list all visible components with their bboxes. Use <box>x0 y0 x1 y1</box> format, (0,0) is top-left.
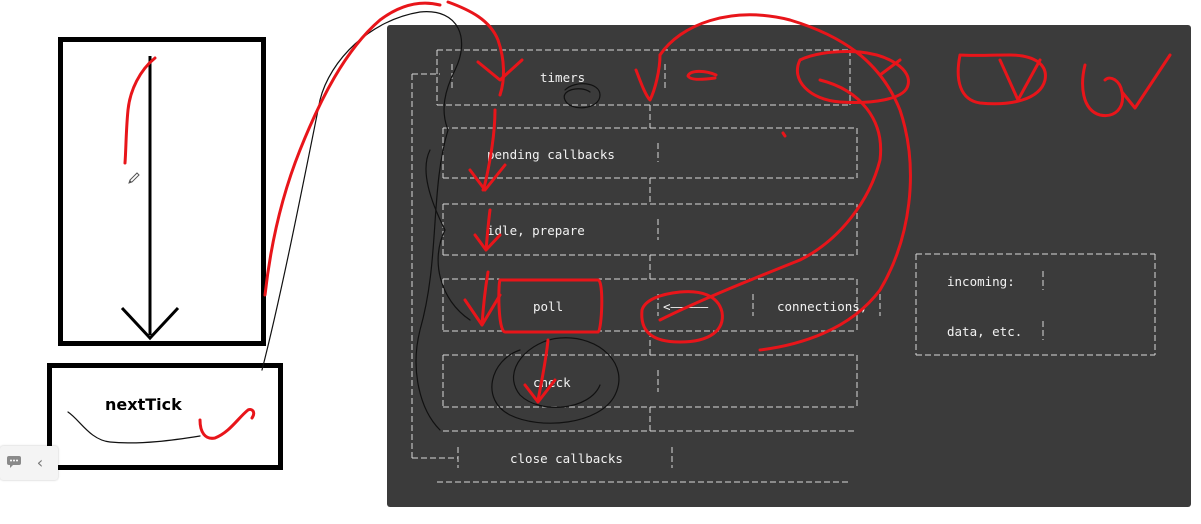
phase-timers-label: timers <box>540 70 586 85</box>
nexttick-label: nextTick <box>105 395 182 414</box>
chat-icon[interactable] <box>6 455 22 469</box>
pencil-icon <box>128 172 140 184</box>
phase-check-label: check <box>533 375 571 390</box>
side-toolbar[interactable]: ‹ <box>0 446 58 480</box>
phase-idle-label: idle, prepare <box>487 223 585 238</box>
chevron-left-icon[interactable]: ‹ <box>36 453 44 472</box>
incoming-connections-label: connections, <box>777 299 868 314</box>
phase-close-label: close callbacks <box>510 451 623 466</box>
phase-pending-label: pending callbacks <box>487 147 615 162</box>
poll-incoming-arrow: <————— <box>663 299 709 314</box>
incoming-data-label: data, etc. <box>947 324 1023 339</box>
phase-poll-label: poll <box>533 299 564 314</box>
incoming-label: incoming: <box>947 274 1015 289</box>
